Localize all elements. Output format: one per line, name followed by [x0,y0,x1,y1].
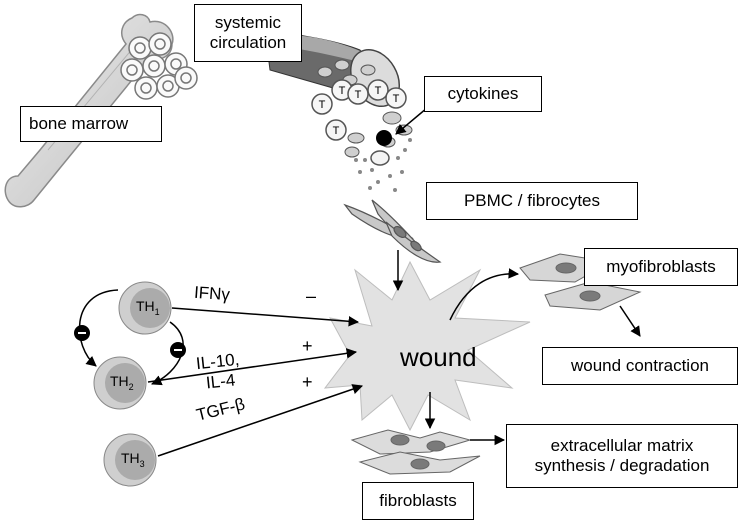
t-marker: T [375,85,382,97]
systemic-circulation-line1: systemic [214,13,282,32]
ifn-gamma-label: IFNγ [193,282,231,305]
t-marker: T [333,125,340,137]
th1-sub: 1 [154,306,160,317]
th2-label: TH2 [110,373,134,392]
t-cell-markers: T T T T T T [319,85,400,137]
t-cells-circulation [311,79,407,141]
inhibit-markers [74,325,186,358]
cytokines-box: cytokines [424,76,542,112]
wound-label: wound [400,342,477,372]
th3-main: TH [121,450,140,466]
ecm-line1: extracellular matrix [550,436,694,455]
marrow-cells [120,32,198,100]
th3-label: TH3 [121,450,145,469]
th-cells [93,281,172,487]
myofibroblasts-label: myofibroblasts [606,257,716,276]
th1-main: TH [136,298,155,314]
myofibroblasts-box: myofibroblasts [584,248,738,286]
cytokine-release [354,130,412,192]
th3-sub: 3 [139,458,145,469]
wound-starburst [323,260,531,432]
wound-contraction-label: wound contraction [571,356,709,375]
systemic-circulation-box: systemic circulation [194,4,302,62]
th2-main: TH [110,373,129,389]
t-marker: T [339,85,346,97]
flow-arrows [147,107,641,457]
pbmc-label: PBMC / fibrocytes [463,191,601,210]
systemic-circulation-line2: circulation [209,33,287,52]
cytokines-label: cytokines [447,84,519,103]
th2-sub: 2 [128,381,134,392]
th1-label: TH1 [136,298,160,317]
fibroblasts-label: fibroblasts [379,491,457,510]
wound-contraction-box: wound contraction [542,347,738,385]
t-marker: T [319,99,326,111]
bone-marrow-box: bone marrow [20,106,162,142]
fibrocyte-cells [343,199,442,263]
fibroblasts-box: fibroblasts [362,482,474,520]
bone-marrow-label: bone marrow [29,114,129,133]
ifn-sign: – [306,286,317,306]
ecm-line2: synthesis / degradation [534,456,710,475]
il-sign: + [302,336,313,356]
ecm-box: extracellular matrix synthesis / degrada… [506,424,738,488]
fibroblast-cells [350,429,481,475]
tgf-sign: + [302,372,313,392]
pbmc-box: PBMC / fibrocytes [426,182,638,220]
t-marker: T [393,93,400,105]
il4-label: IL-4 [205,370,237,393]
t-marker: T [355,89,362,101]
